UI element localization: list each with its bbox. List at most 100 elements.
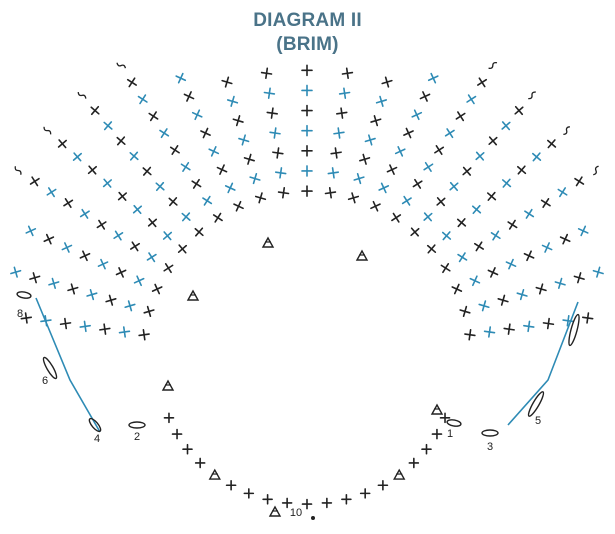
sc-cross-stitch-icon (370, 200, 381, 212)
chain-oval-icon (128, 421, 146, 429)
sc-cross-stitch-icon (501, 121, 511, 131)
sc-cross-stitch-icon (469, 275, 481, 287)
sc-cross-stitch-icon (177, 244, 188, 254)
sc-cross-stitch-icon (87, 165, 97, 175)
sc-cross-stitch-icon (249, 172, 261, 185)
sc-cross-stitch-icon (559, 233, 571, 245)
sc-cross-stitch-icon (163, 412, 175, 424)
stitch-row (451, 225, 589, 295)
sc-cross-stitch-icon (147, 218, 158, 228)
row-number-label: 5 (535, 415, 541, 427)
turning-tilde-icon (116, 62, 127, 69)
sc-cross-stitch-icon (142, 166, 152, 176)
diagram-title: DIAGRAM II (253, 10, 362, 31)
sc-cross-stitch-icon (459, 305, 471, 318)
sc-cross-stitch-icon (183, 91, 195, 102)
sc-cross-stitch-icon (233, 200, 244, 212)
sc-cross-stitch-icon (542, 317, 555, 330)
sc-cross-stitch-icon (503, 323, 515, 335)
chain-oval-icon (16, 291, 32, 299)
sc-cross-stitch-icon (43, 233, 55, 245)
sc-cross-stitch-icon (168, 197, 178, 207)
row-number-label: 6 (42, 375, 48, 387)
sc-cross-stitch-icon (97, 258, 109, 270)
sc-cross-stitch-icon (419, 91, 431, 102)
sc-cross-stitch-icon (269, 127, 281, 139)
sc-cross-stitch-icon (574, 176, 585, 187)
stitch-row (10, 266, 155, 318)
sc-cross-stitch-icon (377, 479, 389, 491)
sc-cross-stitch-icon (473, 241, 485, 252)
sc-cross-stitch-icon (505, 258, 517, 270)
stitch-row (440, 165, 599, 274)
sc-cross-stitch-icon (182, 443, 193, 455)
sc-cross-stitch-icon (99, 323, 111, 335)
sc-cross-stitch-icon (232, 115, 244, 127)
sc-cross-stitch-icon (353, 172, 365, 185)
sc-cross-stitch-icon (466, 94, 477, 105)
sc-cross-stitch-icon (487, 267, 499, 278)
sc-cross-stitch-icon (336, 107, 348, 119)
row-number-label: 4 (94, 433, 100, 445)
sc-cross-stitch-icon (554, 277, 566, 289)
sc-cross-stitch-icon (523, 250, 535, 262)
sc-cross-stitch-icon (225, 479, 237, 491)
sc-cross-stitch-icon (401, 195, 412, 206)
sc-cross-stitch-icon (507, 219, 518, 230)
sc-cross-stitch-icon (148, 111, 159, 122)
stitch-row (410, 91, 536, 237)
sc-cross-stitch-icon (327, 167, 340, 179)
sc-cross-stitch-icon (330, 147, 342, 159)
sc-cross-stitch-icon (224, 182, 236, 194)
sc-cross-stitch-icon (501, 178, 512, 188)
sc-cross-stitch-icon (133, 275, 145, 287)
sc-cross-stitch-icon (333, 127, 345, 139)
sc-cross-stitch-icon (592, 266, 604, 278)
sc-cross-stitch-icon (341, 493, 352, 505)
sc-cross-stitch-icon (410, 227, 420, 237)
sc-cross-stitch-icon (477, 77, 488, 88)
turning-tilde-icon (14, 166, 22, 175)
sc-cross-stitch-icon (301, 185, 313, 197)
row-number-label: 1 (447, 428, 453, 440)
sc-cross-stitch-icon (191, 109, 203, 121)
sc-cross-stitch-icon (464, 329, 476, 341)
sc-cross-stitch-icon (411, 109, 423, 121)
sc-cross-stitch-icon (194, 227, 204, 237)
sc-cross-stitch-icon (226, 95, 239, 107)
sc-cross-stitch-icon (449, 181, 459, 192)
sc-cross-stitch-icon (434, 145, 445, 156)
sc-cross-stitch-icon (57, 139, 67, 149)
sc-cross-stitch-icon (514, 105, 524, 116)
sc-cross-stitch-icon (439, 412, 451, 424)
diagram-subtitle: (BRIM) (276, 34, 339, 55)
sc-cross-stitch-icon (277, 187, 290, 199)
stitch-row (43, 126, 188, 254)
sc-cross-stitch-icon (451, 283, 463, 295)
sc-cross-stitch-icon (63, 198, 74, 209)
sc-cross-stitch-icon (301, 84, 313, 97)
turning-tilde-icon (77, 92, 87, 99)
chain-oval-icon (42, 356, 58, 380)
sc-cross-stitch-icon (347, 192, 360, 204)
stitch-row (301, 64, 313, 197)
sc-cross-stitch-icon (427, 72, 439, 84)
sc-cross-stitch-icon (488, 136, 498, 146)
sc-cross-stitch-icon (408, 457, 420, 469)
sc-cross-stitch-icon (243, 488, 255, 499)
sc-cross-stitch-icon (341, 67, 354, 80)
sc-cross-stitch-icon (381, 76, 393, 88)
sc-cross-stitch-icon (281, 497, 293, 509)
sc-cross-stitch-icon (146, 252, 157, 263)
sc-cross-stitch-icon (48, 277, 60, 289)
chain-oval-icon (568, 313, 580, 347)
sc-cross-stitch-icon (557, 187, 568, 198)
stitch-row (464, 312, 594, 341)
sc-cross-stitch-icon (486, 191, 497, 201)
sc-cross-stitch-icon (523, 320, 535, 333)
sc-cross-stitch-icon (524, 208, 535, 219)
chain-oval-icon (446, 419, 462, 427)
sc-cross-stitch-icon (129, 151, 139, 161)
sc-cross-stitch-icon (105, 294, 117, 306)
